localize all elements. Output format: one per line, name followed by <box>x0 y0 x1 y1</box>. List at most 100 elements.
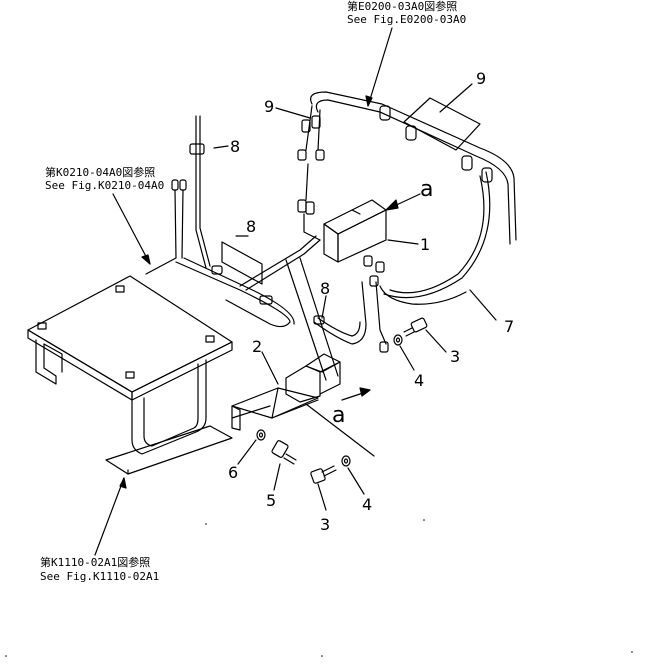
bracket-frame <box>131 359 207 455</box>
harness-seven-drop <box>375 281 387 345</box>
washer-lower <box>341 455 351 467</box>
callout-6: 6 <box>228 463 238 482</box>
controller-unit <box>323 199 467 353</box>
leader-9-right <box>439 83 473 113</box>
callout-3-lower: 3 <box>320 515 330 534</box>
harness-top <box>297 91 517 299</box>
connector <box>305 201 315 215</box>
harness-left <box>145 115 321 328</box>
leaders <box>213 83 497 511</box>
harness-seven <box>379 285 467 305</box>
reference-top-en: See Fig.E0200-03A0 <box>347 13 466 26</box>
controller-top <box>323 199 387 235</box>
plate-hole <box>125 371 135 379</box>
harness-left-to-controller-2 <box>245 239 321 291</box>
callout-8-mid: 8 <box>246 217 256 236</box>
callout-4-lower: 4 <box>362 495 372 514</box>
bolt-upper <box>403 317 428 337</box>
washer-lower-hole <box>343 458 349 464</box>
harness-left-run <box>175 261 291 328</box>
harness-eight-lower <box>313 281 367 345</box>
leader-1 <box>387 239 419 245</box>
controller-front <box>337 209 387 263</box>
clamp <box>313 315 325 325</box>
floor-plate <box>27 275 233 393</box>
bracket-gusset <box>271 387 319 419</box>
leader-8-top <box>213 145 229 149</box>
harness-top-lower-loop <box>383 171 491 299</box>
reference-bottom-leader <box>94 477 125 556</box>
controller-side <box>323 223 339 263</box>
reference-bottom-en: See Fig.K1110-02A1 <box>40 570 159 583</box>
leader-3-upper <box>425 329 447 353</box>
bracket-hole-line <box>305 403 375 457</box>
connector <box>375 261 385 273</box>
reference-left-leader <box>112 193 151 265</box>
connector <box>369 275 379 287</box>
reference-top: 第E0200-03A0図参照 See Fig.E0200-03A0 <box>347 0 466 107</box>
harness-left-lead-2 <box>199 115 211 267</box>
connector <box>171 179 179 191</box>
harness-top-drop <box>305 105 313 151</box>
harness-top-loop-2 <box>315 99 511 245</box>
floor-plate-side-edge <box>131 341 233 401</box>
callout-8-top: 8 <box>230 137 240 156</box>
reference-top-jp: 第E0200-03A0図参照 <box>347 0 457 13</box>
harness-left-run-2 <box>183 257 295 325</box>
callout-4-upper: 4 <box>414 371 424 390</box>
reference-bottom-arrowhead <box>119 477 127 489</box>
view-arrow-bottom-head <box>359 387 371 397</box>
callout-9-right: 9 <box>476 69 486 88</box>
bracket-frame-inner <box>143 363 199 447</box>
harness-left-branch <box>145 189 177 275</box>
clamp <box>259 295 273 305</box>
leader-9-left <box>275 107 311 119</box>
plate-hole <box>205 335 215 343</box>
harness-top-loop <box>310 91 517 241</box>
reference-left-arrowhead <box>141 254 151 265</box>
reference-top-leader <box>367 27 393 107</box>
connector <box>363 255 373 267</box>
connector <box>311 115 321 129</box>
mounting-bracket <box>231 353 375 457</box>
clamp <box>379 105 391 121</box>
harness-eight-lower-2 <box>317 317 361 337</box>
callout-9-left: 9 <box>264 97 274 116</box>
callouts: 8 8 8 9 9 1 2 3 4 7 6 5 3 4 <box>228 69 514 534</box>
strap-right <box>299 257 339 377</box>
reference-left: 第K0210-04A0図参照 See Fig.K0210-04A0 <box>45 165 164 265</box>
view-arrow-top: a <box>385 177 433 211</box>
reference-left-en: See Fig.K0210-04A0 <box>45 179 164 192</box>
view-label-top: a <box>420 177 433 202</box>
clamp <box>481 167 493 183</box>
connector <box>297 149 307 161</box>
leader-2 <box>261 351 279 385</box>
view-arrow-bottom: a <box>332 387 371 428</box>
callout-8-low: 8 <box>320 279 330 298</box>
connector <box>297 199 307 213</box>
leader-7 <box>469 289 497 321</box>
connector <box>315 149 325 161</box>
scan-specks <box>5 519 633 657</box>
leader-8-low <box>321 295 327 319</box>
controller-detail <box>351 209 361 215</box>
plate-hole <box>115 285 125 293</box>
washer-six <box>256 429 266 441</box>
harness-top-drop-lower <box>305 163 309 201</box>
strap-assembly <box>285 257 367 381</box>
leader-5 <box>273 463 281 491</box>
bracket-edge <box>231 405 271 419</box>
plate-hole <box>37 322 47 330</box>
harness-top-lower-loop-2 <box>389 175 485 294</box>
callout-2: 2 <box>252 337 262 356</box>
bolt-five <box>271 440 297 465</box>
strap-left <box>285 259 327 381</box>
connector <box>189 143 205 155</box>
bracket-leg-left-inner <box>43 343 63 373</box>
connector <box>379 341 389 353</box>
callout-7: 7 <box>504 317 514 336</box>
harness-left-to-controller <box>239 235 317 287</box>
callout-3-upper: 3 <box>450 347 460 366</box>
bracket-foot <box>105 425 233 475</box>
